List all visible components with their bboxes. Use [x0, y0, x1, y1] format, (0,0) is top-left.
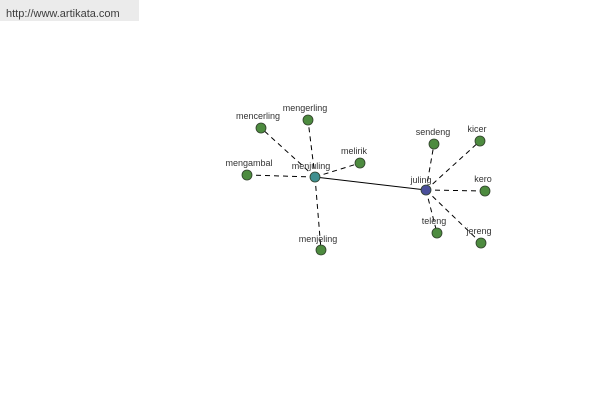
node-circle-mengambal[interactable]: [241, 169, 253, 181]
node-mengambal[interactable]: mengambal: [225, 158, 273, 181]
edge-juling-kero: [425, 189, 486, 192]
node-label-menjeling: menjeling: [299, 234, 338, 244]
edge-menjuling-juling: [314, 176, 427, 191]
edge-menjuling-mengambal: [246, 174, 316, 178]
node-menjuling[interactable]: menjuling: [292, 161, 331, 183]
node-label-mengerling: mengerling: [283, 103, 328, 113]
node-label-menjuling: menjuling: [292, 161, 331, 171]
node-mencerling[interactable]: mencerling: [236, 111, 280, 134]
node-jereng[interactable]: jereng: [465, 226, 492, 249]
node-circle-mengerling[interactable]: [302, 114, 314, 126]
edge-juling-kicer: [425, 140, 481, 191]
node-circle-teleng[interactable]: [431, 227, 443, 239]
node-kero[interactable]: kero: [474, 174, 492, 197]
node-circle-sendeng[interactable]: [428, 138, 440, 150]
source-bar: http://www.artikata.com: [0, 0, 139, 21]
edge-menjuling-mengerling: [307, 119, 316, 178]
node-circle-melirik[interactable]: [354, 157, 366, 169]
edge-menjuling-mencerling: [260, 127, 316, 178]
node-circle-mencerling[interactable]: [255, 122, 267, 134]
edges-layer: [246, 119, 486, 251]
edge-juling-sendeng: [425, 143, 435, 191]
edge-juling-jereng: [425, 189, 482, 244]
node-label-melirik: melirik: [341, 146, 367, 156]
node-kicer[interactable]: kicer: [467, 124, 487, 147]
node-mengerling[interactable]: mengerling: [283, 103, 328, 126]
node-label-kicer: kicer: [467, 124, 486, 134]
node-circle-menjuling[interactable]: [309, 171, 321, 183]
node-teleng[interactable]: teleng: [422, 216, 447, 239]
edge-menjuling-menjeling: [314, 176, 322, 251]
node-label-jereng: jereng: [465, 226, 491, 236]
node-circle-kero[interactable]: [479, 185, 491, 197]
node-circle-juling[interactable]: [420, 184, 432, 196]
node-sendeng[interactable]: sendeng: [416, 127, 451, 150]
node-circle-jereng[interactable]: [475, 237, 487, 249]
node-juling[interactable]: juling: [409, 175, 432, 196]
node-label-mencerling: mencerling: [236, 111, 280, 121]
node-circle-kicer[interactable]: [474, 135, 486, 147]
source-link[interactable]: http://www.artikata.com: [6, 8, 120, 20]
node-label-teleng: teleng: [422, 216, 447, 226]
edge-menjuling-melirik: [314, 162, 361, 178]
node-menjeling[interactable]: menjeling: [299, 234, 338, 256]
node-circle-menjeling[interactable]: [315, 244, 327, 256]
node-melirik[interactable]: melirik: [341, 146, 367, 169]
node-label-mengambal: mengambal: [225, 158, 272, 168]
edge-juling-teleng: [425, 189, 438, 234]
node-label-juling: juling: [409, 175, 431, 185]
node-label-sendeng: sendeng: [416, 127, 451, 137]
node-label-kero: kero: [474, 174, 492, 184]
